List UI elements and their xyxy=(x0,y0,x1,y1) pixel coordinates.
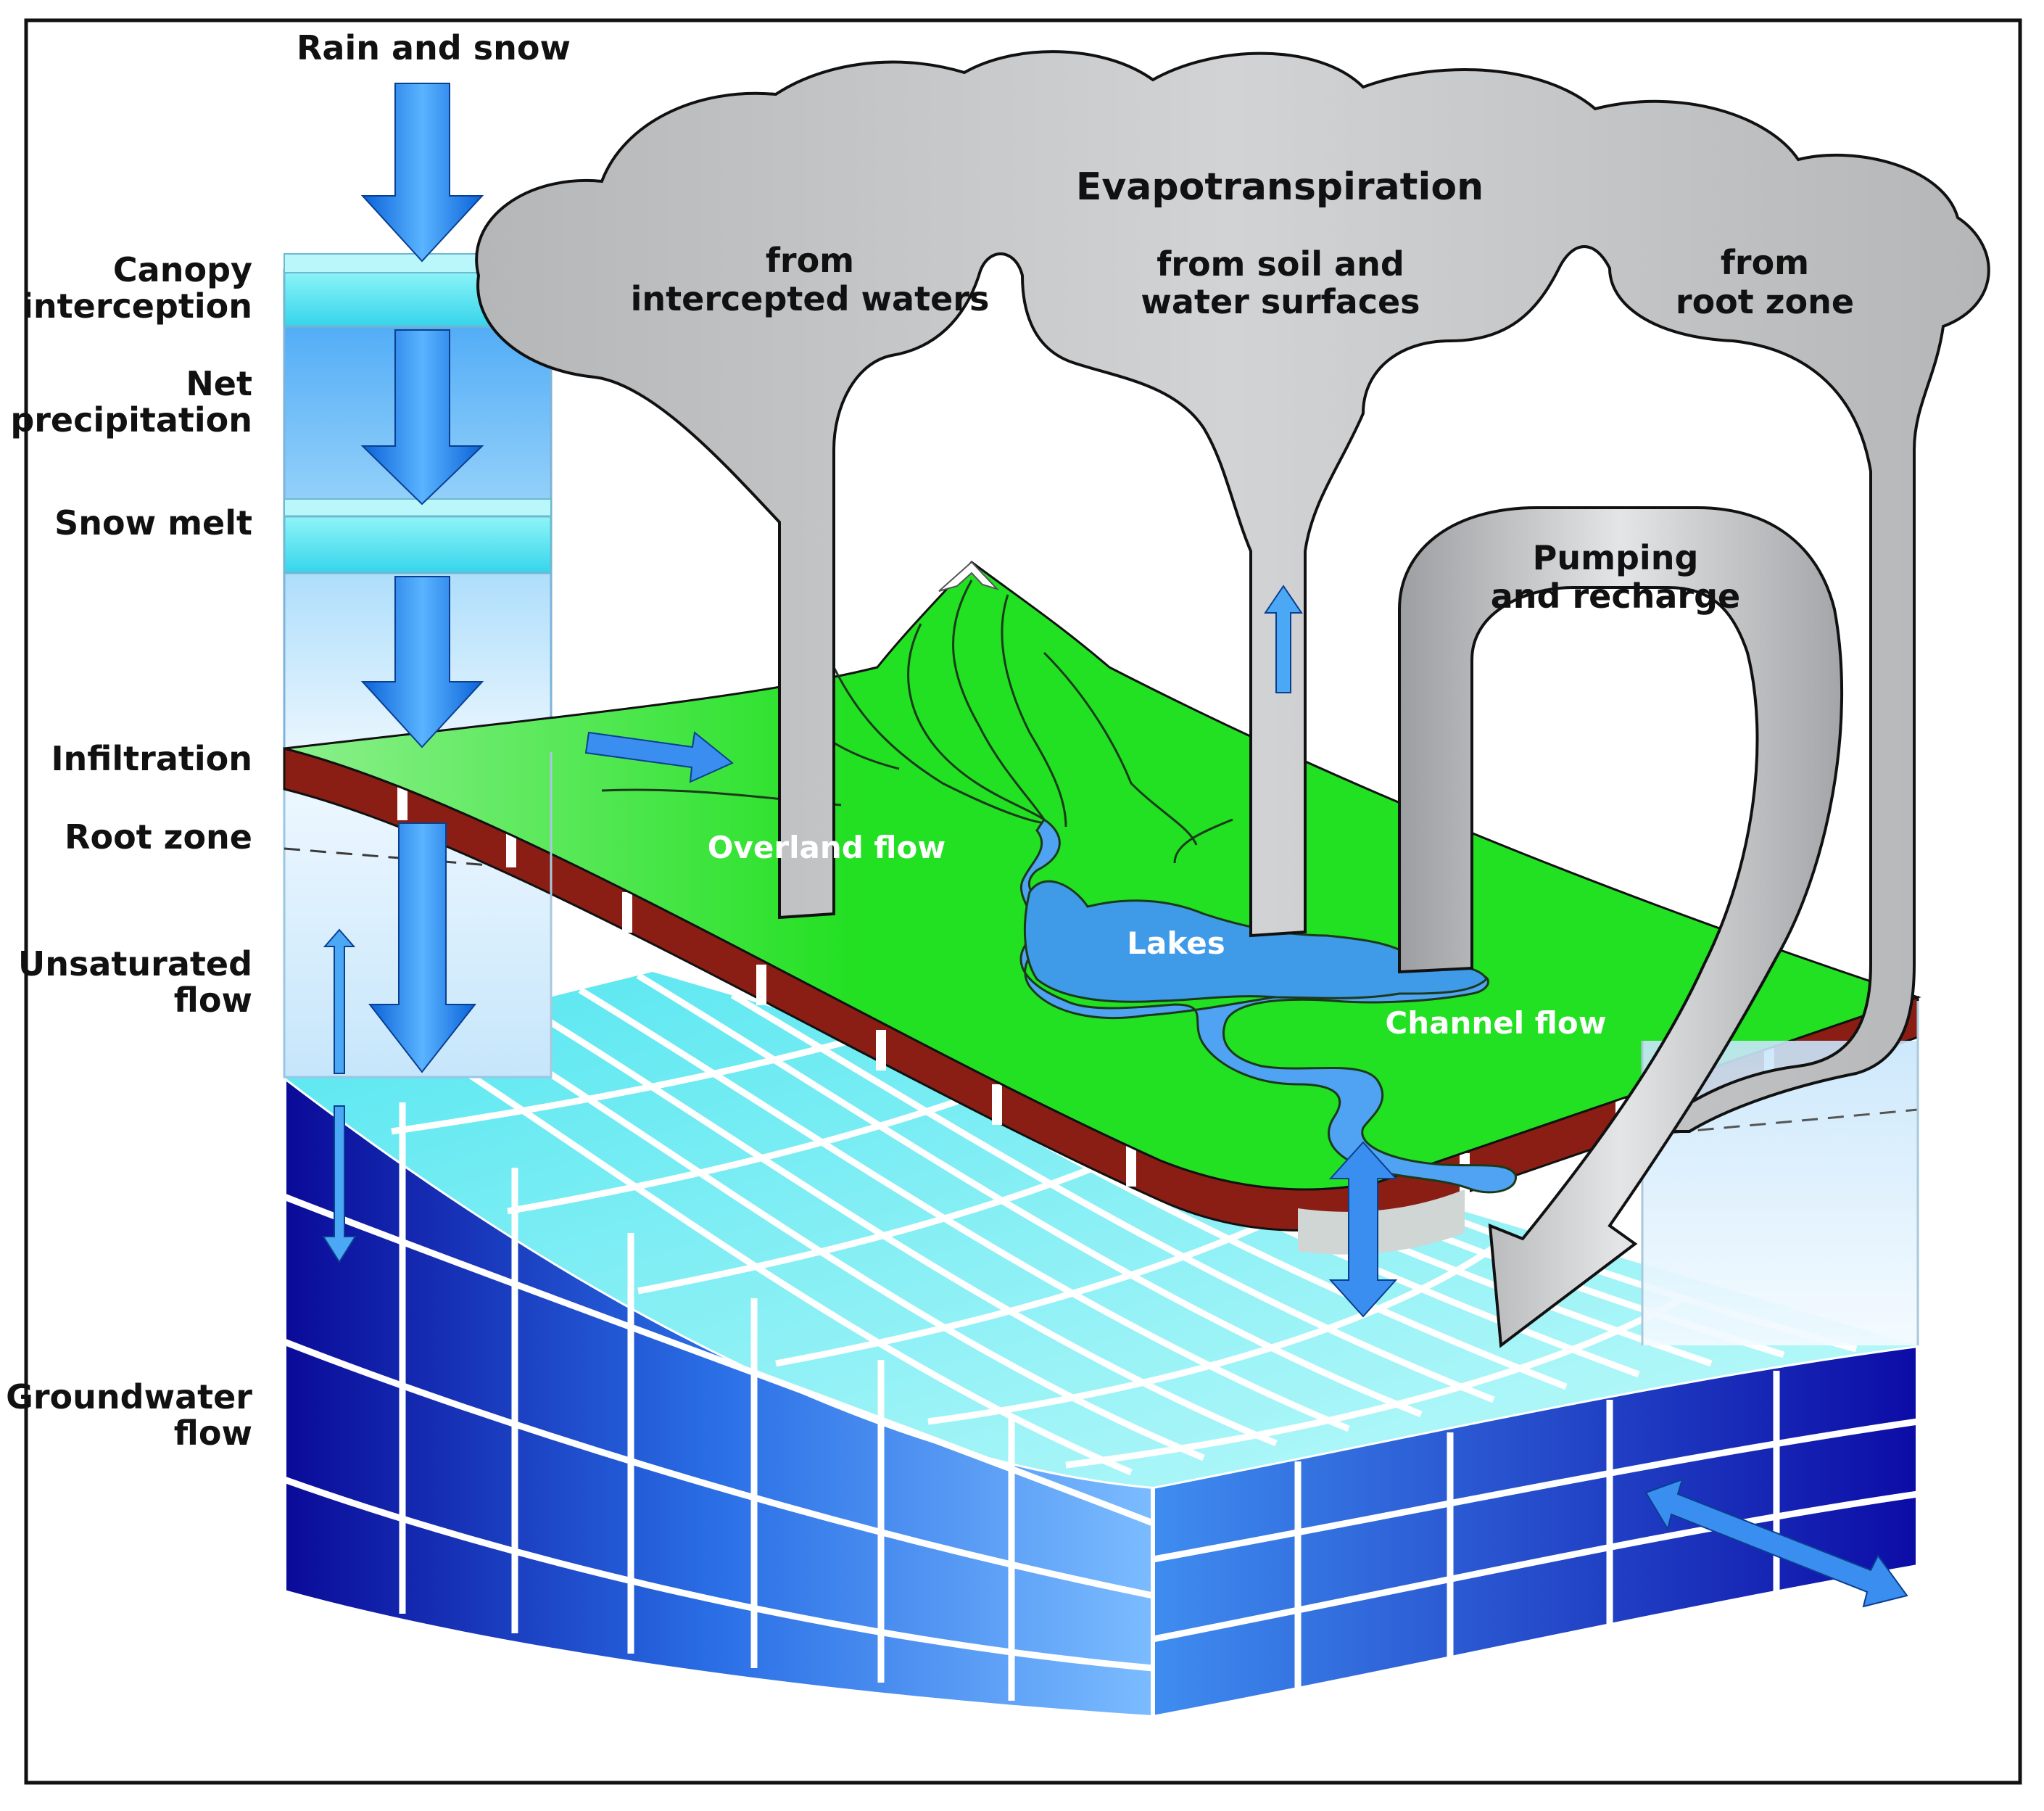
pumping-pipe-shape xyxy=(1398,506,1844,1348)
evapotranspiration-cloud xyxy=(475,50,1990,1133)
labels: Rain and snow Canopy interception Net pr… xyxy=(6,28,1854,1453)
label-from-soil-1: from soil and xyxy=(1157,244,1404,284)
label-evapo: Evapotranspiration xyxy=(1076,165,1484,209)
label-channel: Channel flow xyxy=(1385,1005,1606,1041)
label-overland: Overland flow xyxy=(708,830,946,865)
net-precip-arrow xyxy=(360,329,484,506)
snowmelt-layer-cap xyxy=(284,498,552,519)
label-groundwater-1: Groundwater xyxy=(6,1377,252,1416)
label-lakes: Lakes xyxy=(1127,925,1225,961)
diagram-frame xyxy=(24,18,2022,1785)
label-from-soil-2: water surfaces xyxy=(1141,282,1420,321)
label-groundwater-2: flow xyxy=(174,1414,252,1453)
lake xyxy=(1023,880,1488,1003)
label-rain: Rain and snow xyxy=(297,28,571,67)
groundwater-block xyxy=(282,972,1920,1720)
streams xyxy=(782,579,1233,864)
cloud-shape xyxy=(475,50,1990,1133)
label-from-root-2: root zone xyxy=(1676,282,1854,321)
label-canopy-1: Canopy xyxy=(113,250,252,289)
label-net-2: precipitation xyxy=(10,400,252,440)
overland-flow-arrow xyxy=(584,731,734,783)
label-rootzone: Root zone xyxy=(65,817,252,857)
recharge-down-arrow xyxy=(368,822,477,1073)
infiltration-arrow xyxy=(360,576,484,748)
snowmelt-layer xyxy=(283,515,553,574)
label-unsat-1: Unsaturated xyxy=(18,944,252,983)
exchange-vertical-arrow xyxy=(1328,1141,1398,1318)
rain-arrow xyxy=(360,83,484,263)
evaporation-up-arrow xyxy=(1264,585,1303,693)
right-column-rootzone xyxy=(1645,1108,1919,1136)
label-from-root-1: from xyxy=(1721,243,1809,282)
river-channel xyxy=(1019,817,1517,1194)
label-from-intercepted-2: intercepted waters xyxy=(631,279,990,318)
label-pumping-2: and recharge xyxy=(1491,577,1740,616)
unsat-up-arrow xyxy=(323,928,356,1074)
label-unsat-2: flow xyxy=(174,981,252,1020)
flow-arrows xyxy=(322,83,1908,1608)
aquifer-left-face-cells xyxy=(283,1102,1154,1701)
label-pumping-1: Pumping xyxy=(1533,538,1699,577)
label-infiltration: Infiltration xyxy=(51,739,252,778)
mountain-snow xyxy=(938,561,1000,592)
land-surface xyxy=(283,560,1921,1255)
label-canopy-2: interception xyxy=(22,286,252,326)
aquifer-right-face-cells xyxy=(1152,1371,1919,1690)
label-net-1: Net xyxy=(186,364,252,403)
label-snowmelt: Snow melt xyxy=(54,503,252,543)
land-edge xyxy=(1298,1189,1465,1255)
aquifer-top-surface xyxy=(284,972,1918,1487)
lateral-boundary-arrow xyxy=(1644,1478,1908,1608)
label-from-intercepted-1: from xyxy=(766,241,854,280)
pumping-pipe xyxy=(1398,506,1844,1348)
groundwater-down-arrow xyxy=(322,1105,357,1263)
